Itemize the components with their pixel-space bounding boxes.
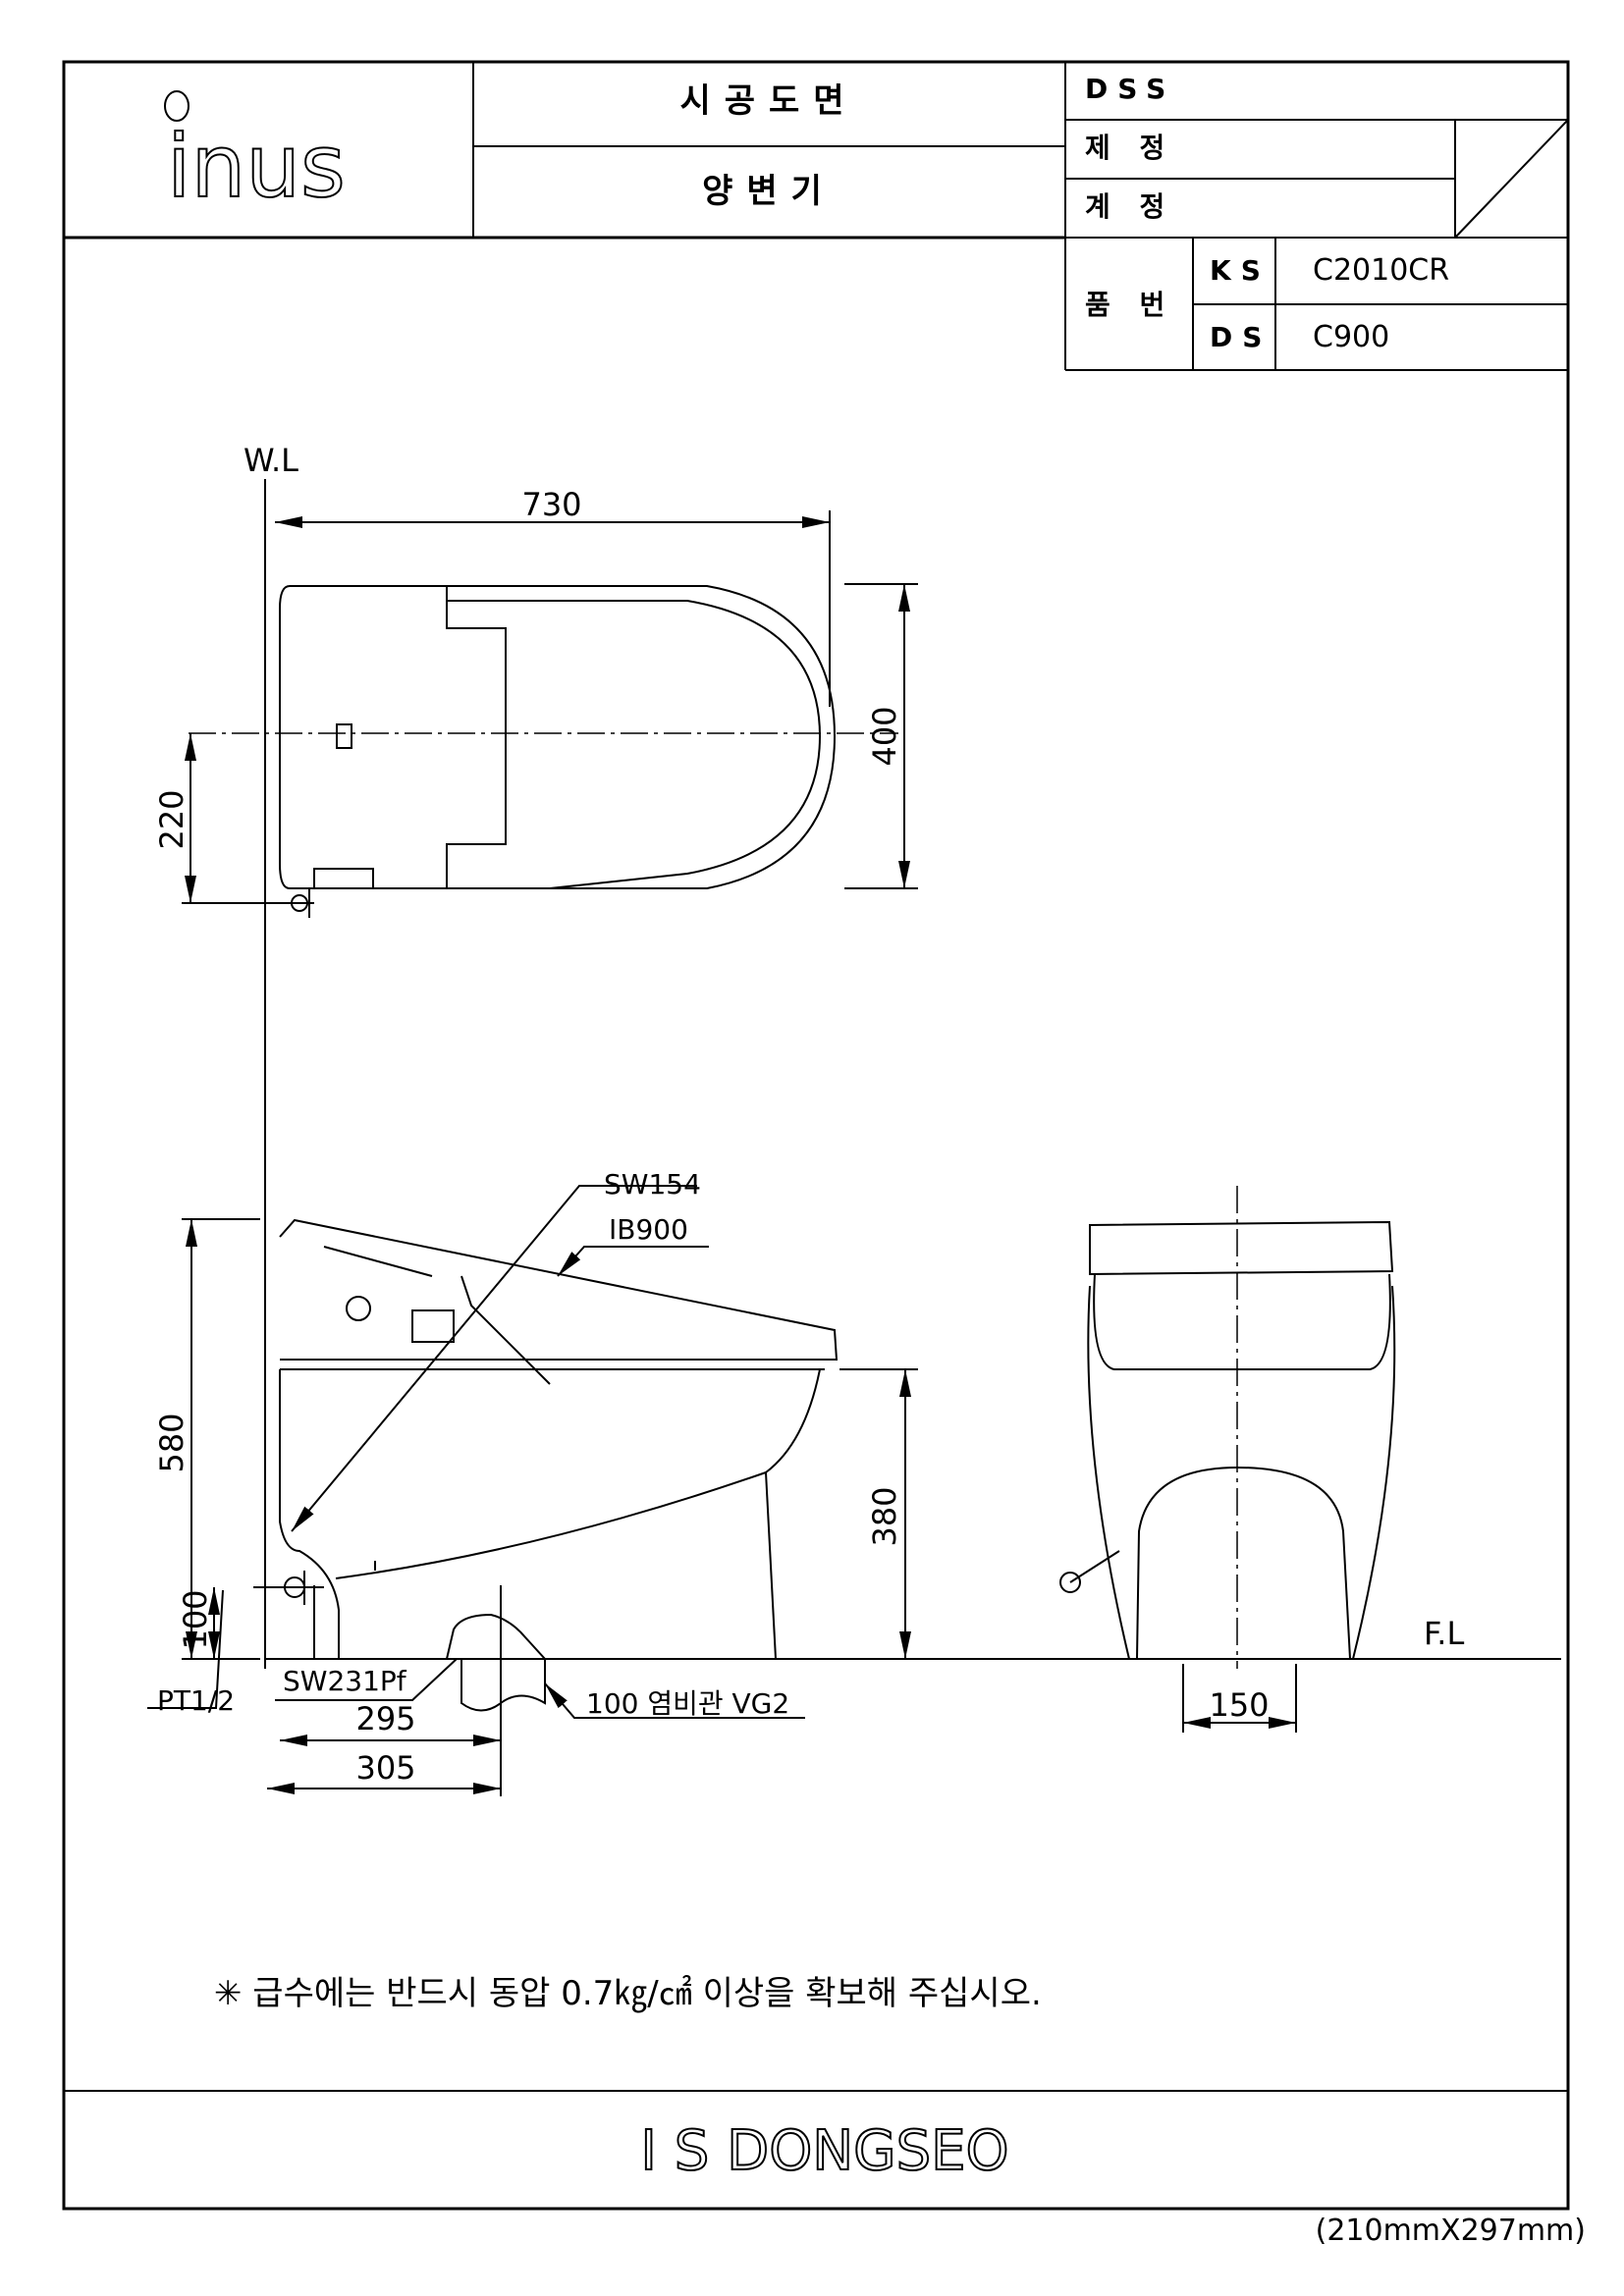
dim-305: 305 (355, 1749, 415, 1787)
installation-note: ✳ 급수에는 반드시 동압 0.7㎏/㎠ 이상을 확보해 주십시오. (214, 1974, 1042, 2013)
supply-valve-icon (253, 1571, 324, 1605)
ks-code: KS (1210, 254, 1271, 287)
label-sw154: SW154 (604, 1168, 701, 1201)
ds-code: DS (1210, 321, 1272, 353)
dim-295: 295 (355, 1700, 415, 1737)
company-logo: I S DONGSEO (640, 2119, 1008, 2183)
label-pipe: 100 염비관 VG2 (586, 1687, 789, 1720)
supply-valve-icon (255, 888, 314, 918)
ds-value: C900 (1313, 320, 1389, 354)
side-view: SW154 IB900 SW231Pf PT1/2 100 염비관 VG2 58… (147, 1168, 1561, 1796)
paper-size: (210mmX297mm) (1316, 2214, 1586, 2248)
floor-line-label: F.L (1424, 1615, 1464, 1652)
drawing-frame (62, 60, 1570, 2211)
product-name: 양변기 (702, 172, 836, 211)
label-pt12: PT1/2 (157, 1684, 235, 1717)
revised-label: 계 정 (1085, 190, 1174, 223)
dim-100: 100 (177, 1589, 214, 1649)
dim-580: 580 (153, 1413, 190, 1472)
front-view: F.L 150 (1059, 1186, 1464, 1733)
svg-text:inus: inus (167, 116, 346, 217)
ks-value: C2010CR (1313, 253, 1449, 288)
wall-line-label: W.L (244, 442, 298, 479)
label-sw231pf: SW231Pf (283, 1665, 407, 1697)
dim-380: 380 (866, 1486, 903, 1546)
made-label: 제 정 (1085, 132, 1174, 164)
product-number-label: 품 번 (1085, 289, 1174, 321)
label-ib900: IB900 (609, 1213, 688, 1246)
dim-400: 400 (866, 706, 903, 766)
top-view: 730 400 220 (153, 486, 918, 918)
approval-slash (1454, 119, 1569, 239)
supply-valve-icon (1059, 1550, 1120, 1593)
drain-pipe-icon (446, 1613, 546, 1712)
inus-logo: inus (164, 90, 347, 218)
dim-150: 150 (1209, 1686, 1269, 1724)
drawing-title: 시공도면 (679, 81, 857, 121)
dss-label: DSS (1085, 73, 1175, 105)
dim-220: 220 (153, 789, 190, 849)
dim-730: 730 (521, 486, 581, 523)
